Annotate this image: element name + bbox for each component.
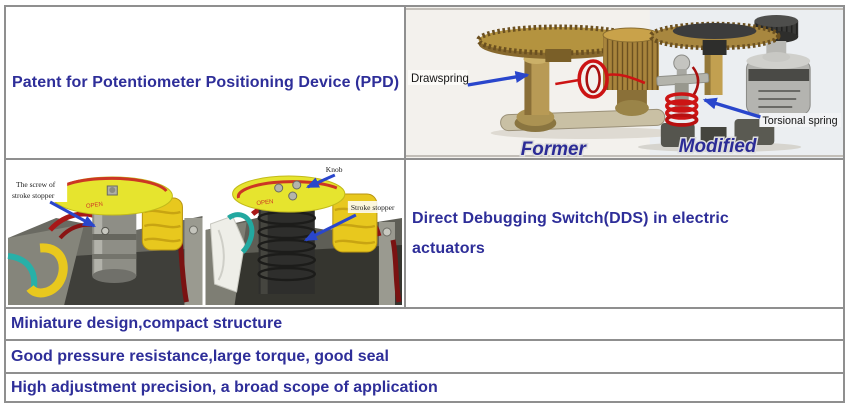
cell-ppd-figure: Drawspring Torsional spring Former Modif…	[406, 7, 843, 160]
former-caption: Former	[521, 139, 588, 158]
stroke-stopper-arrow	[303, 213, 357, 242]
feature-text-1: Miniature design,compact structure	[11, 315, 283, 332]
torsional-spring-arrow	[702, 97, 761, 119]
stroke-stopper-label: Stroke stopper	[351, 203, 395, 212]
stopper-screw	[101, 226, 110, 236]
screw-arrow	[49, 200, 96, 228]
feature-row-3: High adjustment precision, a broad scope…	[6, 374, 843, 401]
product-feature-table: Patent for Potentiometer Positioning Dev…	[4, 5, 845, 403]
actuator-left: OPEN	[7, 176, 203, 305]
cell-ppd-title: Patent for Potentiometer Positioning Dev…	[6, 7, 406, 160]
torsional-spring-label: Torsional spring	[762, 115, 837, 127]
disc-marking-right: OPEN	[256, 199, 274, 207]
former-mechanism	[476, 24, 680, 139]
dds-title: Direct Debugging Switch(DDS) in electric…	[412, 209, 729, 257]
modified-caption: Modified	[679, 136, 757, 157]
screw-label-line1: The screw of	[16, 180, 56, 189]
actuator-right: OPEN	[205, 175, 402, 305]
knob-screw	[274, 183, 284, 193]
torsional-spring-coil	[665, 66, 700, 127]
knob-arrow	[305, 173, 336, 189]
drawspring-coil	[555, 59, 646, 99]
cell-dds-figure: OPEN	[6, 160, 406, 309]
knob-label: Knob	[326, 165, 343, 174]
screw-label-line2: stroke stopper	[12, 191, 55, 200]
disc-marking-left: OPEN	[86, 202, 104, 210]
ppd-spring-photo: Drawspring Torsional spring Former Modif…	[406, 7, 843, 158]
ppd-title: Patent for Potentiometer Positioning Dev…	[12, 73, 400, 91]
feature-text-2: Good pressure resistance,large torque, g…	[11, 347, 389, 365]
modified-mechanism	[637, 15, 811, 152]
feature-row-1: Miniature design,compact structure	[6, 309, 843, 341]
drawspring-label: Drawspring	[411, 73, 469, 85]
dds-actuator-photo: OPEN	[6, 160, 404, 307]
feature-row-2: Good pressure resistance,large torque, g…	[6, 341, 843, 374]
feature-text-3: High adjustment precision, a broad scope…	[11, 378, 438, 396]
cell-dds-title: Direct Debugging Switch(DDS) in electric…	[406, 160, 843, 309]
drawspring-arrow	[467, 71, 530, 87]
